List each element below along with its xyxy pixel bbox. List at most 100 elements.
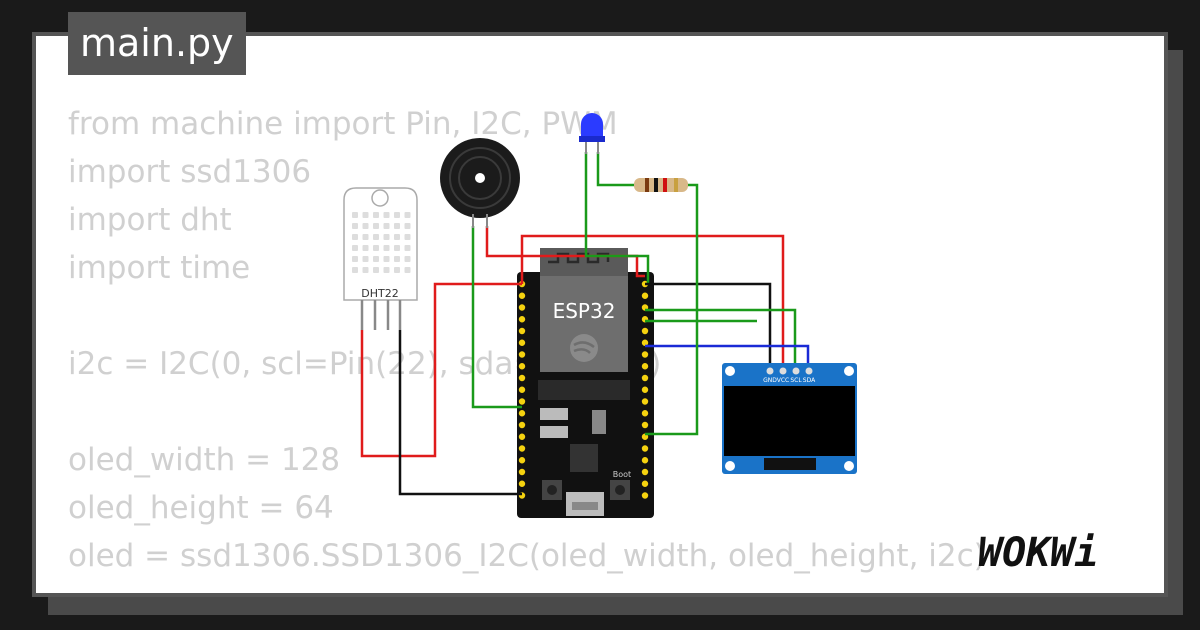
header-pin[interactable] — [641, 480, 649, 487]
header-pin[interactable] — [641, 445, 649, 452]
vent-hole — [373, 245, 379, 251]
svg-text:WOKWi: WOKWi — [978, 530, 1098, 576]
oled-pin-label: GND — [763, 377, 777, 384]
buzzer[interactable] — [440, 138, 520, 228]
header-pin[interactable] — [641, 468, 649, 476]
wire-green-led — [584, 152, 650, 284]
dht22-sensor[interactable]: DHT22 — [343, 187, 418, 330]
header-pin[interactable] — [518, 339, 526, 346]
header-pin[interactable] — [518, 374, 526, 382]
vent-hole — [394, 223, 400, 229]
header-pin[interactable] — [518, 316, 526, 323]
vent-hole — [362, 234, 369, 240]
vent-hole — [352, 234, 358, 240]
blue-led[interactable] — [579, 113, 605, 154]
header-pin[interactable] — [518, 386, 526, 393]
wire-green-resistor-right — [645, 183, 699, 436]
oled-pin-label: VCC — [777, 377, 789, 384]
vent-hole — [362, 256, 369, 262]
wire-green-resistor — [596, 152, 636, 187]
wire-black-dht-gnd — [398, 330, 522, 496]
header-pin[interactable] — [518, 351, 526, 358]
vent-hole — [352, 256, 358, 262]
header-pin[interactable] — [518, 421, 526, 429]
oled-pin[interactable] — [792, 367, 800, 375]
vent-hole — [373, 223, 379, 229]
boot-label: Boot — [613, 470, 631, 479]
header-pin[interactable] — [518, 363, 526, 370]
vent-hole — [373, 234, 379, 240]
vent-hole — [362, 223, 369, 229]
code-line: from machine import Pin, I2C, PWM — [68, 106, 618, 142]
header-pin[interactable] — [641, 363, 649, 370]
oled-pin-label: SDA — [803, 377, 816, 384]
vent-hole — [362, 267, 369, 273]
header-pin[interactable] — [641, 410, 649, 417]
vent-hole — [394, 267, 400, 273]
code-line: import ssd1306 — [68, 154, 312, 190]
vent-hole — [394, 234, 400, 240]
code-line: oled_width = 128 — [68, 442, 341, 478]
vent-hole — [404, 256, 411, 262]
header-pin[interactable] — [518, 292, 526, 299]
vent-hole — [362, 212, 369, 218]
wire-green-oled-scl — [645, 308, 797, 368]
header-pin[interactable] — [518, 468, 526, 476]
header-pin[interactable] — [518, 304, 526, 311]
code-line: oled = ssd1306.SSD1306_I2C(oled_width, o… — [68, 538, 986, 574]
vent-hole — [383, 245, 390, 251]
wire-red-oled-vcc — [520, 234, 785, 368]
header-pin[interactable] — [518, 327, 526, 335]
header-pin[interactable] — [641, 292, 649, 299]
esp32-label: ESP32 — [553, 299, 616, 323]
header-pin[interactable] — [641, 339, 649, 346]
vent-hole — [352, 267, 358, 273]
header-pin[interactable] — [641, 374, 649, 382]
header-pin[interactable] — [641, 386, 649, 393]
vent-hole — [404, 267, 411, 273]
vent-hole — [404, 234, 411, 240]
code-line: import dht — [68, 202, 232, 238]
oled-pin[interactable] — [766, 367, 774, 375]
header-pin[interactable] — [518, 410, 526, 417]
oled-pin-label: SCL — [790, 377, 802, 384]
wire-black-oled-gnd — [645, 282, 772, 368]
vent-hole — [404, 245, 411, 251]
oled-pin[interactable] — [779, 367, 787, 375]
header-pin[interactable] — [518, 398, 526, 405]
code-preview: from machine import Pin, I2C, PWM import … — [68, 100, 1068, 580]
vent-hole — [394, 212, 400, 218]
vent-hole — [383, 223, 390, 229]
header-pin[interactable] — [518, 457, 526, 464]
vent-hole — [352, 223, 358, 229]
dht22-label: DHT22 — [361, 287, 398, 300]
header-pin[interactable] — [518, 480, 526, 487]
header-pin[interactable] — [641, 457, 649, 464]
header-pin[interactable] — [641, 421, 649, 429]
header-pin[interactable] — [641, 398, 649, 405]
wokwi-logo: WOKWi — [978, 530, 1098, 576]
wire-green-buzzer — [471, 226, 522, 409]
header-pin[interactable] — [518, 433, 526, 440]
wire-red-dht-vcc — [360, 282, 522, 458]
file-name-tab[interactable]: main.py — [68, 12, 246, 75]
header-pin[interactable] — [641, 351, 649, 358]
vent-hole — [373, 256, 379, 262]
resistor[interactable] — [634, 178, 688, 192]
wires — [360, 152, 810, 496]
code-line: oled_height = 64 — [68, 490, 334, 526]
header-pin[interactable] — [518, 445, 526, 452]
oled-pin[interactable] — [805, 367, 813, 375]
header-pin[interactable] — [641, 492, 649, 499]
vent-hole — [404, 212, 411, 218]
vent-hole — [383, 256, 390, 262]
vent-hole — [373, 212, 379, 218]
esp32-board[interactable]: ESP32 Boot — [517, 248, 654, 518]
header-pin[interactable] — [641, 327, 649, 335]
vent-hole — [352, 212, 358, 218]
vent-hole — [362, 245, 369, 251]
vent-hole — [383, 234, 390, 240]
vent-hole — [394, 256, 400, 262]
